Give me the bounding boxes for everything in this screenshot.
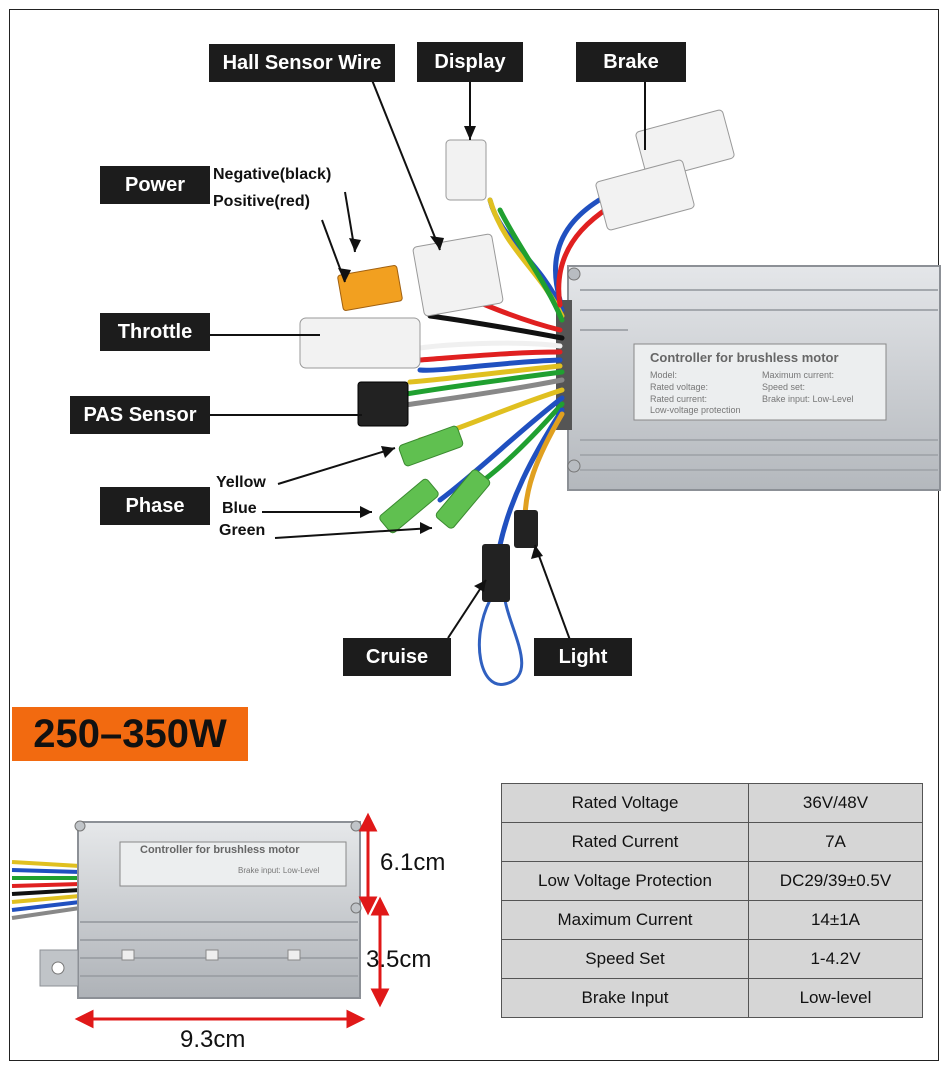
controller-plate-max-current: Maximum current: bbox=[762, 370, 835, 380]
spec-value: 14±1A bbox=[748, 900, 923, 940]
spec-label: Rated Current bbox=[501, 822, 749, 862]
table-row: Rated Voltage 36V/48V bbox=[501, 783, 923, 823]
dimension-height: 6.1cm bbox=[380, 849, 446, 876]
label-phase-yellow: Yellow bbox=[216, 474, 266, 491]
spec-value: 7A bbox=[748, 822, 923, 862]
controller-plate-low-voltage: Low-voltage protection bbox=[650, 405, 741, 415]
spec-label: Speed Set bbox=[501, 939, 749, 979]
connectors bbox=[299, 109, 735, 602]
label-brake: Brake bbox=[576, 42, 686, 82]
dimension-width: 9.3cm bbox=[180, 1026, 246, 1053]
label-power: Power bbox=[100, 166, 210, 204]
spec-table: Rated Voltage 36V/48V Rated Current 7A L… bbox=[501, 783, 923, 1018]
label-phase: Phase bbox=[100, 487, 210, 525]
label-phase-green: Green bbox=[219, 522, 266, 539]
controller-plate-brake-input: Brake input: Low-Level bbox=[762, 394, 854, 404]
spec-value: DC29/39±0.5V bbox=[748, 861, 923, 901]
small-plate-title: Controller for brushless motor bbox=[140, 844, 300, 856]
label-positive-red: Positive(red) bbox=[213, 193, 310, 210]
spec-value: 36V/48V bbox=[748, 783, 923, 823]
power-rating-badge: 250–350W bbox=[12, 707, 248, 761]
label-throttle: Throttle bbox=[100, 313, 210, 351]
table-row: Rated Current 7A bbox=[501, 822, 923, 862]
controller-plate-rated-voltage: Rated voltage: bbox=[650, 382, 709, 392]
table-row: Low Voltage Protection DC29/39±0.5V bbox=[501, 861, 923, 901]
leader-arrowheads bbox=[338, 126, 543, 592]
outer-frame bbox=[9, 9, 939, 1061]
table-row: Brake Input Low-level bbox=[501, 978, 923, 1018]
spec-value: Low-level bbox=[748, 978, 923, 1018]
label-hall-sensor-wire: Hall Sensor Wire bbox=[209, 44, 395, 82]
spec-value: 1-4.2V bbox=[748, 939, 923, 979]
controller-plate-title: Controller for brushless motor bbox=[650, 350, 839, 365]
controller-dimension-illustration bbox=[11, 812, 390, 1029]
label-phase-blue: Blue bbox=[222, 500, 257, 517]
controller-housing bbox=[556, 265, 941, 491]
leader-lines bbox=[208, 79, 646, 641]
label-negative-black: Negative(black) bbox=[213, 166, 332, 183]
small-wire-bundle bbox=[11, 860, 81, 920]
label-pas-sensor: PAS Sensor bbox=[70, 396, 210, 434]
spec-label: Brake Input bbox=[501, 978, 749, 1018]
dimension-depth: 3.5cm bbox=[366, 946, 432, 973]
label-display: Display bbox=[417, 42, 523, 82]
spec-label: Low Voltage Protection bbox=[501, 861, 749, 901]
spec-label: Rated Voltage bbox=[501, 783, 749, 823]
label-light: Light bbox=[534, 638, 632, 676]
table-row: Speed Set 1-4.2V bbox=[501, 939, 923, 979]
spec-label: Maximum Current bbox=[501, 900, 749, 940]
controller-plate-model: Model: bbox=[650, 370, 678, 380]
controller-plate-speed-set: Speed set: bbox=[762, 382, 806, 392]
table-row: Maximum Current 14±1A bbox=[501, 900, 923, 940]
dimension-arrows bbox=[74, 812, 390, 1029]
controller-plate-rated-current: Rated current: bbox=[650, 394, 708, 404]
small-plate-brake-input: Brake input: Low-Level bbox=[238, 866, 320, 875]
controller-wiring-illustration bbox=[208, 79, 941, 686]
label-cruise: Cruise bbox=[343, 638, 451, 676]
